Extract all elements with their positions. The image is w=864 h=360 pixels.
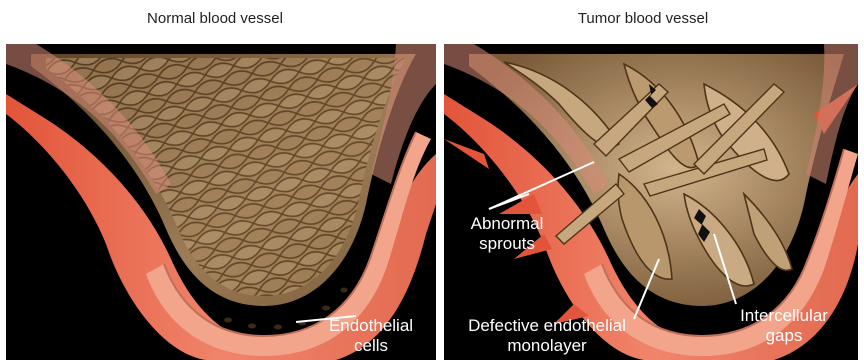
gaps-label-line2: gaps [724,326,844,346]
normal-vessel-title: Normal blood vessel [100,10,330,27]
normal-vessel-panel: Endothelial cells [6,44,436,360]
tumor-vessel-title: Tumor blood vessel [528,10,758,27]
defective-monolayer-label: Defective endothelial monolayer [452,316,642,356]
abnormal-sprouts-label: Abnormal sprouts [452,214,562,254]
gaps-label-line1: Intercellular [724,306,844,326]
endothelial-cells-label: Endothelial cells [311,316,431,356]
sprouts-label-line2: sprouts [452,234,562,254]
defective-label-line2: monolayer [452,336,642,356]
normal-vessel-illustration [6,44,436,360]
defective-label-line1: Defective endothelial [452,316,642,336]
endothelial-label-line1: Endothelial [311,316,431,336]
sprouts-label-line1: Abnormal [452,214,562,234]
intercellular-gaps-label: Intercellular gaps [724,306,844,346]
tumor-vessel-panel: Abnormal sprouts Defective endothelial m… [444,44,858,360]
endothelial-label-line2: cells [311,336,431,356]
